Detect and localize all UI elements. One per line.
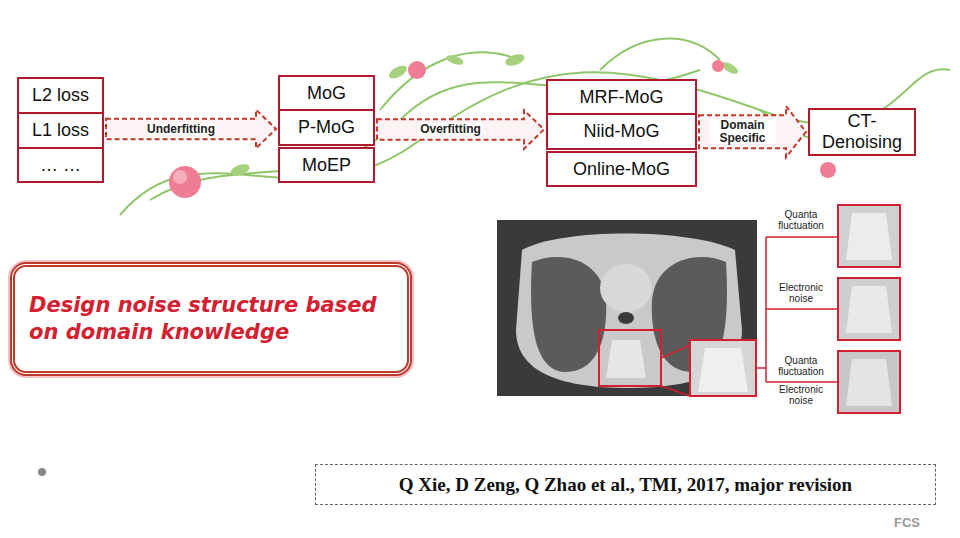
- branch-lines: [756, 237, 838, 382]
- box-text: Design noise structure based on domain k…: [29, 292, 393, 347]
- note-box: Design noise structure based on domain k…: [10, 262, 412, 376]
- box-text: Niid-MoG: [583, 121, 659, 142]
- noise-label: Electronic noise: [768, 385, 834, 406]
- box-text: MoG: [307, 83, 346, 104]
- noise-label: Quanta fluctuation: [768, 210, 834, 231]
- box-text: P-MoG: [298, 117, 355, 138]
- box-text: Q Xie, D Zeng, Q Zhao et al., TMI, 2017,…: [399, 474, 852, 496]
- box-text: … …: [40, 155, 81, 176]
- box-text: MoEP: [302, 155, 351, 176]
- box-text: L2 loss: [32, 85, 89, 106]
- model-box: Niid-MoG: [546, 113, 697, 150]
- ct-image: [497, 220, 757, 396]
- noise-image: [838, 205, 900, 413]
- loss-box: L2 loss: [17, 77, 104, 114]
- model-box: P-MoG: [278, 109, 375, 146]
- model-box: MoG: [278, 75, 375, 111]
- dot: [38, 468, 46, 476]
- edge-label: Overfitting: [419, 123, 482, 136]
- edge-label: Underfitting: [146, 123, 216, 136]
- box-text: MRF-MoG: [580, 87, 664, 108]
- box-text: L1 loss: [32, 120, 89, 141]
- box-text: CT-Denoising: [818, 111, 906, 153]
- hollow-arrow: [377, 110, 544, 149]
- hollow-arrow: [699, 106, 806, 157]
- box-text: Online-MoG: [573, 159, 670, 180]
- noise-label: Quanta fluctuation: [768, 356, 834, 377]
- model-box: MRF-MoG: [546, 79, 697, 115]
- task-box: CT-Denoising: [808, 108, 916, 156]
- loss-box: … …: [17, 147, 104, 183]
- hollow-arrow: [106, 110, 276, 149]
- edge-label: Domain Specific: [710, 119, 776, 144]
- loss-box: L1 loss: [17, 112, 104, 149]
- watermark: FCS: [882, 516, 932, 530]
- model-box: MoEP: [278, 147, 375, 183]
- citation-box: Q Xie, D Zeng, Q Zhao et al., TMI, 2017,…: [315, 464, 936, 505]
- model-box: Online-MoG: [546, 151, 697, 187]
- noise-label: Electronic noise: [768, 283, 834, 304]
